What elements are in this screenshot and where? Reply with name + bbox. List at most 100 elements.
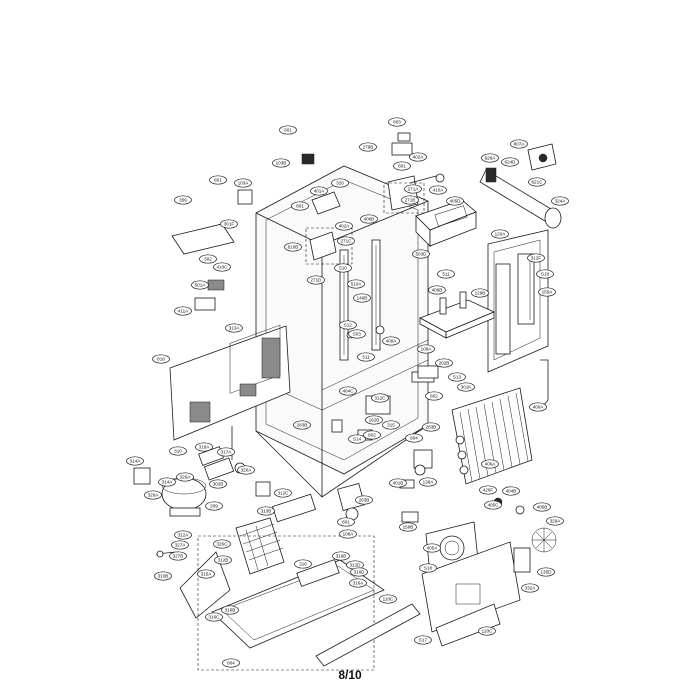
callout-label: 804 [410, 436, 418, 441]
callout-bubble [339, 320, 357, 330]
callout-bubble [174, 306, 192, 316]
callout-label: 302 [204, 257, 212, 262]
callout-label: 202B [439, 361, 450, 366]
callout-label: 271D [311, 278, 323, 283]
part-callout: S18 [419, 563, 437, 573]
part-callout: 312C [274, 488, 292, 498]
callout-bubble [510, 139, 528, 149]
part-callout: 626A [481, 153, 499, 163]
upper-left-parts [171, 189, 253, 311]
part-callout: 324A [551, 196, 569, 206]
callout-bubble [484, 500, 502, 510]
callout-bubble [382, 420, 400, 430]
callout-bubble [412, 249, 430, 259]
part-callout: 503 [348, 329, 366, 339]
part-callout: 621C [528, 177, 546, 187]
callout-bubble [174, 530, 192, 540]
callout-bubble [126, 456, 144, 466]
callout-label: 312B [218, 558, 229, 563]
part-callout: 202B [435, 358, 453, 368]
part-callout: 312B [214, 555, 232, 565]
callout-bubble [257, 506, 275, 516]
callout-label: 271B [405, 198, 416, 203]
callout-label: 400A [386, 339, 398, 344]
part-callout: 120A [491, 229, 509, 239]
callout-label: 804 [227, 661, 235, 666]
callout-label: 318A [199, 445, 211, 450]
callout-label: 312C [375, 396, 387, 401]
callout-label: 404C [343, 389, 355, 394]
callout-label: 313A [229, 326, 241, 331]
callout-bubble [349, 578, 367, 588]
callout-label: 316B [225, 608, 236, 613]
callout-label: 410A [433, 188, 445, 193]
part-callout: 802 [425, 391, 443, 401]
part-callout: 314A [158, 477, 176, 487]
part-callout: 302B [209, 479, 227, 489]
callout-label: S18 [424, 566, 433, 571]
part-callout: 279B [359, 142, 377, 152]
callout-bubble [214, 555, 232, 565]
callout-label: 162B [369, 418, 380, 423]
part-callout: 404C [339, 386, 357, 396]
callout-bubble [348, 434, 366, 444]
callout-label: 405C [488, 503, 500, 508]
part-callout: 315A [197, 569, 215, 579]
part-callout: 313B [257, 506, 275, 516]
part-callout: 320 [331, 178, 349, 188]
part-callout: 801 [291, 201, 309, 211]
callout-label: 501A [195, 283, 207, 288]
part-callout: 405C [484, 500, 502, 510]
callout-label: 802 [430, 394, 438, 399]
callout-bubble [213, 539, 231, 549]
callout-bubble [388, 117, 406, 127]
front-grille [315, 603, 501, 667]
callout-bubble [379, 594, 397, 604]
callout-bubble [337, 236, 355, 246]
base-plate [179, 535, 385, 671]
part-callout: 326A [144, 490, 162, 500]
callout-bubble [546, 516, 564, 526]
callout-label: 129B [475, 291, 486, 296]
callout-label: 801 [296, 204, 304, 209]
part-callout: 316B [221, 605, 239, 615]
callout-label: 404B [506, 489, 517, 494]
callout-label: 402A [339, 224, 351, 229]
part-callout: 162B [365, 415, 383, 425]
callout-label: 406B [364, 217, 375, 222]
callout-label: 271A [408, 187, 420, 192]
callout-bubble [199, 254, 217, 264]
part-callout: 301K [457, 382, 475, 392]
callout-bubble [284, 242, 302, 252]
part-callout: 318A [195, 442, 213, 452]
part-callout: 400A [529, 402, 547, 412]
callout-bubble [176, 472, 194, 482]
callout-bubble [272, 158, 290, 168]
callout-bubble [491, 229, 509, 239]
callout-bubble [348, 329, 366, 339]
part-callout: 271D [307, 275, 325, 285]
part-callout: 410A [429, 185, 447, 195]
part-callout: 129B [471, 288, 489, 298]
callout-label: 326C [217, 542, 229, 547]
callout-label: 510 [339, 266, 347, 271]
callout-bubble [405, 433, 423, 443]
callout-bubble [521, 583, 539, 593]
callout-bubble [423, 543, 441, 553]
callout-bubble [419, 563, 437, 573]
callout-label: 410C [217, 265, 229, 270]
callout-bubble [365, 415, 383, 425]
callout-bubble [291, 201, 309, 211]
part-callout: 511 [357, 352, 375, 362]
part-callout: 271A [404, 184, 422, 194]
part-callout: 313A [225, 323, 243, 333]
callout-bubble [310, 186, 328, 196]
callout-label: 803 [393, 120, 401, 125]
callout-bubble [551, 196, 569, 206]
part-callout: 406B [428, 285, 446, 295]
callout-label: 110C [383, 597, 394, 602]
callout-label: 426F [483, 488, 494, 493]
callout-bubble [237, 465, 255, 475]
part-callout: 301F [220, 219, 238, 229]
